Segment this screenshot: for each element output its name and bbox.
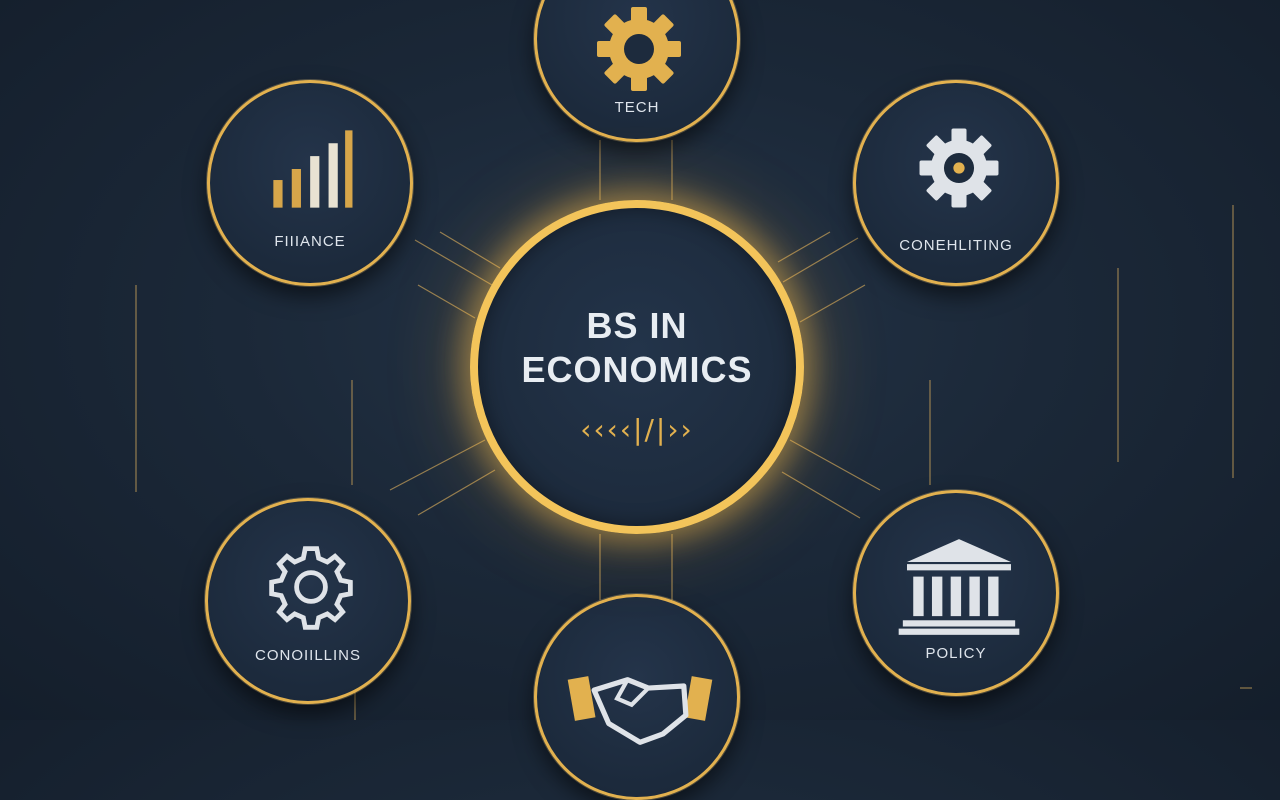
handshake-icon (567, 676, 713, 745)
gear-icon (269, 546, 353, 630)
bar-chart-icon (273, 130, 353, 208)
center-title-line2: ECONOMICS (521, 349, 753, 390)
center-title-line1: BS IN (586, 305, 688, 346)
node-tech-label: TECH (614, 99, 660, 116)
center-title: BS IN ECONOMICS (478, 304, 796, 392)
gear-icon (597, 7, 681, 91)
node-consulting[interactable]: CONEHLITING (853, 80, 1059, 286)
bank-building-icon (898, 539, 1020, 635)
center-hub[interactable]: BS IN ECONOMICS ‹‹‹‹|/|›› (470, 200, 804, 534)
node-consulting-label: CONEHLITING (899, 237, 1013, 254)
node-conditions-label: CONOIILLINS (254, 647, 362, 664)
node-finance-label: FIIIANCE (274, 233, 346, 250)
node-policy-label: POLICY (925, 645, 987, 662)
center-subtitle: ‹‹‹‹|/|›› (580, 413, 694, 446)
node-finance[interactable]: FIIIANCE (207, 80, 413, 286)
gear-icon (919, 128, 999, 208)
node-partnership[interactable] (534, 594, 740, 800)
connector-lines (135, 140, 1252, 720)
node-conditions[interactable]: CONOIILLINS (205, 498, 411, 704)
node-policy[interactable]: POLICY (853, 490, 1059, 696)
